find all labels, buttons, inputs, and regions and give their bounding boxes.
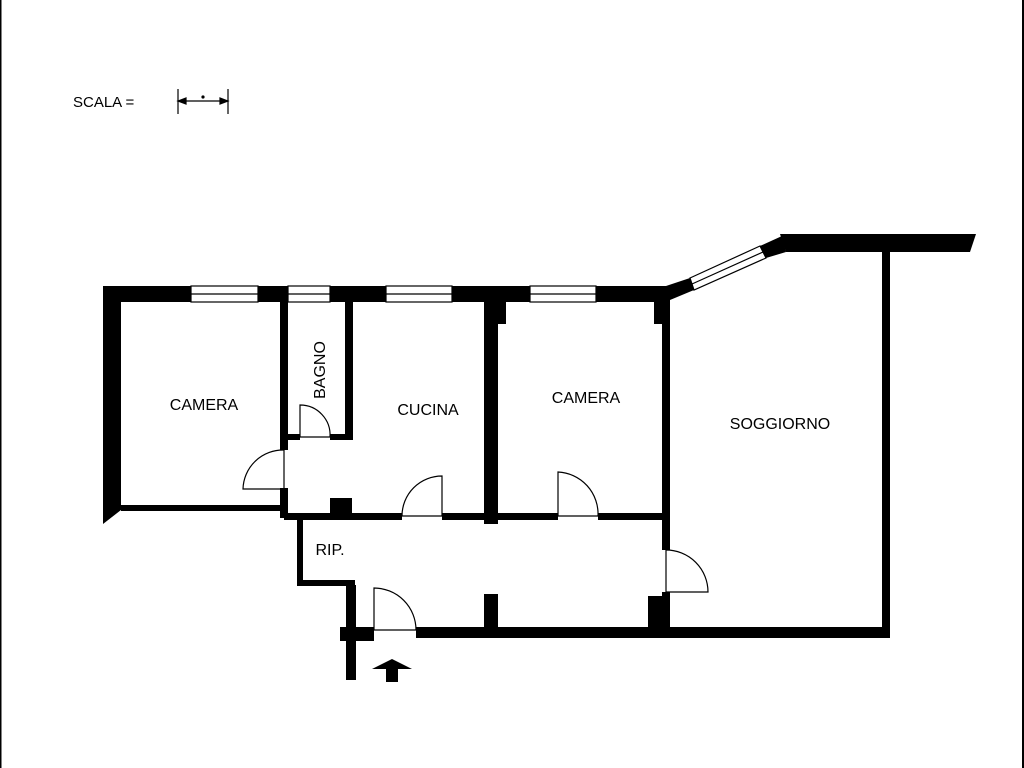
door-camera-2 [557,471,599,517]
door-soggiorno [665,549,709,593]
door-cucina [401,475,443,517]
entrance-arrow-icon [372,659,412,682]
scale-bar [176,89,230,114]
scale-label: SCALA = [73,94,135,111]
room-label-camera-2: CAMERA [552,390,621,407]
doors [242,404,709,631]
window-camera-1 [190,285,259,303]
window-soggiorno [689,245,767,291]
exterior-walls [103,234,976,680]
room-label-camera-1: CAMERA [170,397,239,414]
window-cucina [385,285,453,303]
room-label-bagno: BAGNO [312,341,329,399]
page-border-left [0,0,2,768]
room-label-cucina: CUCINA [397,402,459,419]
page-border-right [1022,0,1024,768]
door-bagno [299,404,331,438]
room-label-soggiorno: SOGGIORNO [730,416,830,433]
interior-walls [121,300,670,632]
window-camera-2 [529,285,597,303]
room-label-ripostiglio: RIP. [315,542,344,559]
window-bagno [287,285,331,303]
door-camera-1 [242,449,285,490]
door-entrance [373,587,417,631]
